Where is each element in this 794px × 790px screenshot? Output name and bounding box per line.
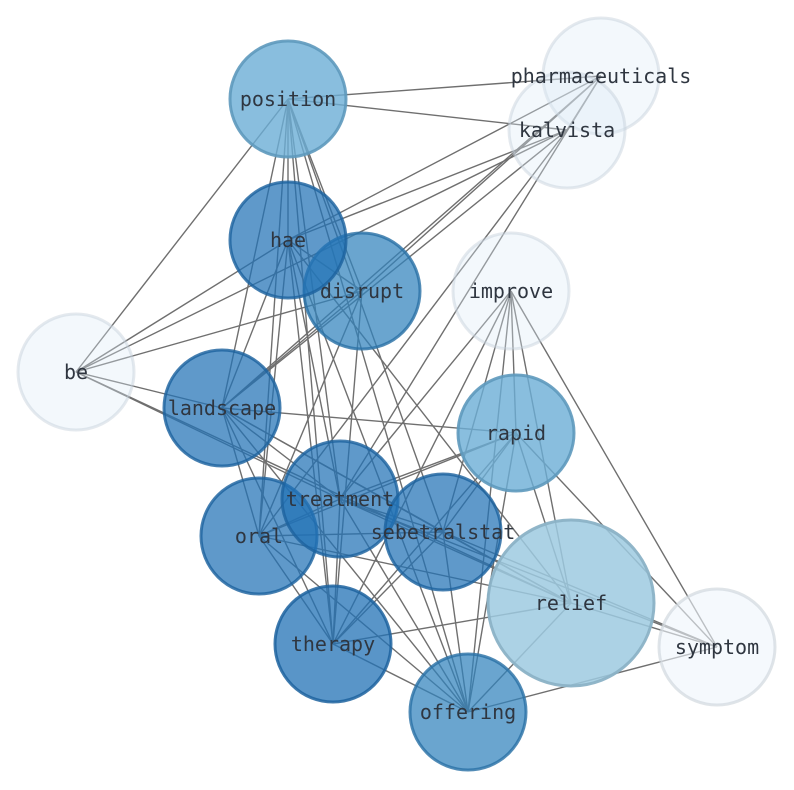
node-therapy[interactable] [273, 584, 393, 704]
node-label-hae: hae [270, 228, 306, 252]
node-label-rapid: rapid [486, 421, 546, 445]
edge-improve-therapy [332, 290, 512, 645]
node-improve[interactable] [451, 231, 571, 351]
edge-hae-therapy [287, 239, 334, 645]
node-label-pharmaceuticals: pharmaceuticals [511, 64, 692, 88]
node-pharmaceuticals[interactable] [541, 16, 661, 136]
node-label-treatment: treatment [286, 487, 394, 511]
edge-improve-symptom [510, 290, 718, 648]
edge-landscape-offering [221, 407, 469, 713]
node-label-oral: oral [235, 524, 283, 548]
node-label-landscape: landscape [168, 396, 276, 420]
edge-position-oral [258, 98, 289, 537]
node-position[interactable] [228, 39, 348, 159]
node-label-symptom: symptom [675, 635, 759, 659]
edge-pharmaceuticals-kalvista [566, 75, 602, 131]
node-label-position: position [240, 87, 336, 111]
node-label-offering: offering [420, 700, 516, 724]
node-label-therapy: therapy [291, 632, 375, 656]
node-relief[interactable] [486, 518, 656, 688]
graph-labels: position pharmaceuticals kalvista hae disrup… [64, 64, 759, 724]
node-offering[interactable] [408, 652, 528, 772]
node-kalvista[interactable] [507, 70, 627, 190]
edge-pharmaceuticals-landscape [221, 75, 602, 409]
node-label-kalvista: kalvista [519, 118, 615, 142]
graph-nodes [16, 16, 777, 772]
node-hae[interactable] [228, 180, 348, 300]
node-be[interactable] [16, 312, 136, 432]
node-rapid[interactable] [456, 373, 576, 493]
node-symptom[interactable] [657, 587, 777, 707]
node-label-sebetralstat: sebetralstat [371, 520, 516, 544]
node-label-be: be [64, 360, 88, 384]
node-label-improve: improve [469, 279, 553, 303]
node-landscape[interactable] [162, 348, 282, 468]
edge-pharmaceuticals-treatment [339, 75, 602, 500]
node-label-relief: relief [535, 591, 607, 615]
node-label-disrupt: disrupt [320, 279, 404, 303]
node-sebetralstat[interactable] [383, 472, 503, 592]
